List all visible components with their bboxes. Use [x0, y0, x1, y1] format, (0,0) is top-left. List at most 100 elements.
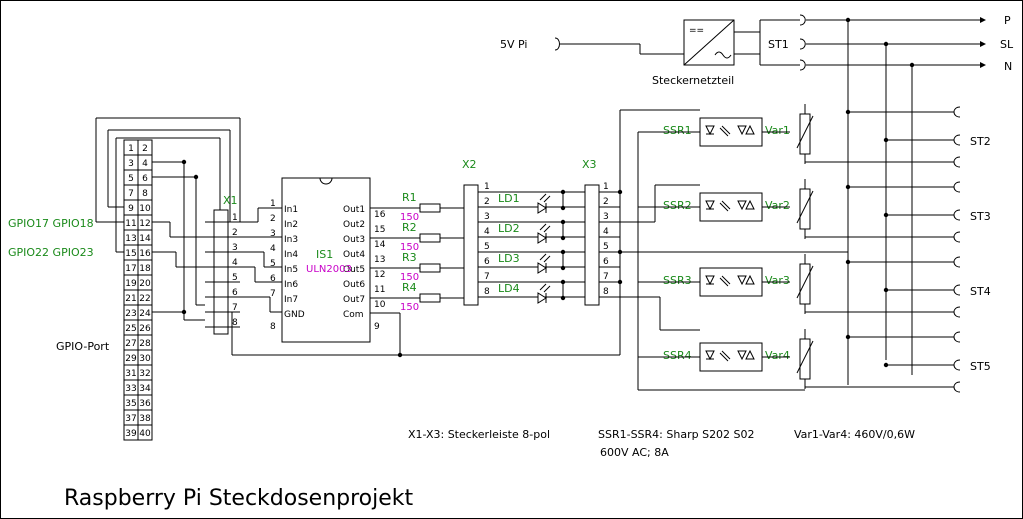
gpio-pin-number: 19 — [125, 279, 137, 289]
ic-right-pin-name: Out4 — [343, 250, 365, 260]
power-section: 5V Pi == Steckernetzteil ST1 P SL N — [500, 14, 1014, 385]
gpio-pin-number: 36 — [139, 399, 151, 409]
gpio-pin-number: 29 — [125, 354, 137, 364]
x3-pin-number: 4 — [603, 227, 609, 237]
x3-body — [584, 184, 600, 306]
ic-right-pin-name: Com — [343, 310, 364, 320]
led-label: LD2 — [498, 222, 520, 235]
x1-ic-wiring — [231, 207, 620, 358]
ic-left-pin-num: 1 — [270, 199, 276, 209]
socket-contact — [953, 156, 961, 168]
gpio-pin-number: 24 — [139, 309, 151, 319]
note-ssr: SSR1-SSR4: Sharp S202 S02 — [598, 428, 755, 441]
gpio-pin-number: 40 — [139, 429, 151, 439]
ic-part: ULN2003 — [306, 264, 352, 275]
ic-right-pin-num: 13 — [374, 255, 385, 265]
gpio-pin-number: 1 — [128, 144, 134, 154]
x1-pin-number: 5 — [232, 273, 238, 283]
ssr-label: SSR2 — [663, 199, 692, 212]
label-psu: Steckernetzteil — [652, 74, 734, 87]
socket-contact — [953, 331, 961, 343]
x3-label: X3 — [582, 158, 597, 171]
x1-pin-number: 6 — [232, 288, 238, 298]
socket-contact — [953, 359, 961, 371]
gpio-pin-number: 4 — [142, 159, 148, 169]
page-title: Raspberry Pi Steckdosenprojekt — [64, 486, 414, 511]
socket-contact — [953, 256, 961, 268]
socket-contact — [953, 284, 961, 296]
gpio-pin-number: 27 — [125, 339, 136, 349]
gpio-pin-number: 12 — [139, 219, 150, 229]
gpio-pin-number: 18 — [139, 264, 151, 274]
ic-right-pin-num: 15 — [374, 225, 385, 235]
ic-right-pin-name: Out7 — [343, 295, 365, 305]
gpio-pin-number: 22 — [139, 294, 150, 304]
gpio-label-22-23: GPIO22 GPIO23 — [8, 246, 94, 259]
varistor-body — [799, 338, 811, 380]
resistor-body — [419, 233, 441, 243]
varistor-body — [799, 263, 811, 305]
x3-pin-number: 1 — [603, 182, 609, 192]
ic-left-pin-num: 2 — [270, 214, 276, 224]
ic-left-pin-num: 3 — [270, 229, 276, 239]
line-p: P — [1004, 14, 1011, 27]
ic-left-pin-name: In1 — [284, 205, 298, 215]
resistor-body — [419, 203, 441, 213]
gpio-label-17-18: GPIO17 GPIO18 — [8, 217, 94, 230]
led-symbol — [537, 262, 547, 274]
socket-contact — [953, 381, 961, 393]
socket-contact — [953, 231, 961, 243]
x1-pin-number: 7 — [232, 303, 238, 313]
ic-left-pin-num: 8 — [270, 322, 276, 332]
ic-left-pin-name: In3 — [284, 235, 298, 245]
ic-right-pin-num: 11 — [374, 285, 385, 295]
ic-right-pin-num: 14 — [374, 240, 386, 250]
x3-pin-number: 6 — [603, 257, 609, 267]
gpio-pin-number: 9 — [128, 204, 134, 214]
ic-body — [281, 177, 371, 343]
x2-pin-number: 1 — [484, 182, 490, 192]
ic-right-pin-num: 9 — [374, 322, 380, 332]
ic-right-pin-num: 12 — [374, 270, 385, 280]
ic-left-pin-num: 5 — [270, 259, 276, 269]
resistor-name: R1 — [402, 191, 417, 204]
socket-contact — [953, 181, 961, 193]
label-st1: ST1 — [768, 38, 789, 51]
x3-pin-number: 5 — [603, 242, 609, 252]
x2-pin-number: 5 — [484, 242, 490, 252]
x2-pin-number: 4 — [484, 227, 490, 237]
socket-label: ST5 — [970, 360, 991, 373]
socket-label: ST2 — [970, 135, 991, 148]
x2-pin-number: 2 — [484, 197, 490, 207]
gpio-port-label: GPIO-Port — [56, 340, 110, 353]
gpio-pin-number: 2 — [142, 144, 148, 154]
gpio-pin-number: 21 — [125, 294, 136, 304]
gpio-pin-number: 35 — [125, 399, 136, 409]
ic-right-pin-num: 10 — [374, 300, 386, 310]
line-n: N — [1004, 60, 1012, 73]
svg-text:==: == — [689, 26, 704, 36]
gpio-pin-number: 39 — [125, 429, 137, 439]
resistor-body — [419, 263, 441, 273]
ic-right-pin-name: Out2 — [343, 220, 365, 230]
led-symbol — [537, 292, 547, 304]
gpio-pin-number: 37 — [125, 414, 136, 424]
x3-pin-number: 2 — [603, 197, 609, 207]
ssr-label: SSR1 — [663, 124, 692, 137]
gpio-pin-number: 7 — [128, 189, 134, 199]
ic-left-pin-name: In4 — [284, 250, 298, 260]
x1-pin-number: 1 — [232, 213, 238, 223]
resistor-name: R2 — [402, 221, 417, 234]
x2-pin-number: 8 — [484, 287, 490, 297]
gpio-pin-number: 17 — [125, 264, 136, 274]
socket-label: ST4 — [970, 285, 991, 298]
resistor-name: R4 — [402, 281, 417, 294]
ssr-label: SSR4 — [663, 349, 692, 362]
led-symbol — [537, 202, 547, 214]
label-5v-pi: 5V Pi — [500, 38, 527, 51]
